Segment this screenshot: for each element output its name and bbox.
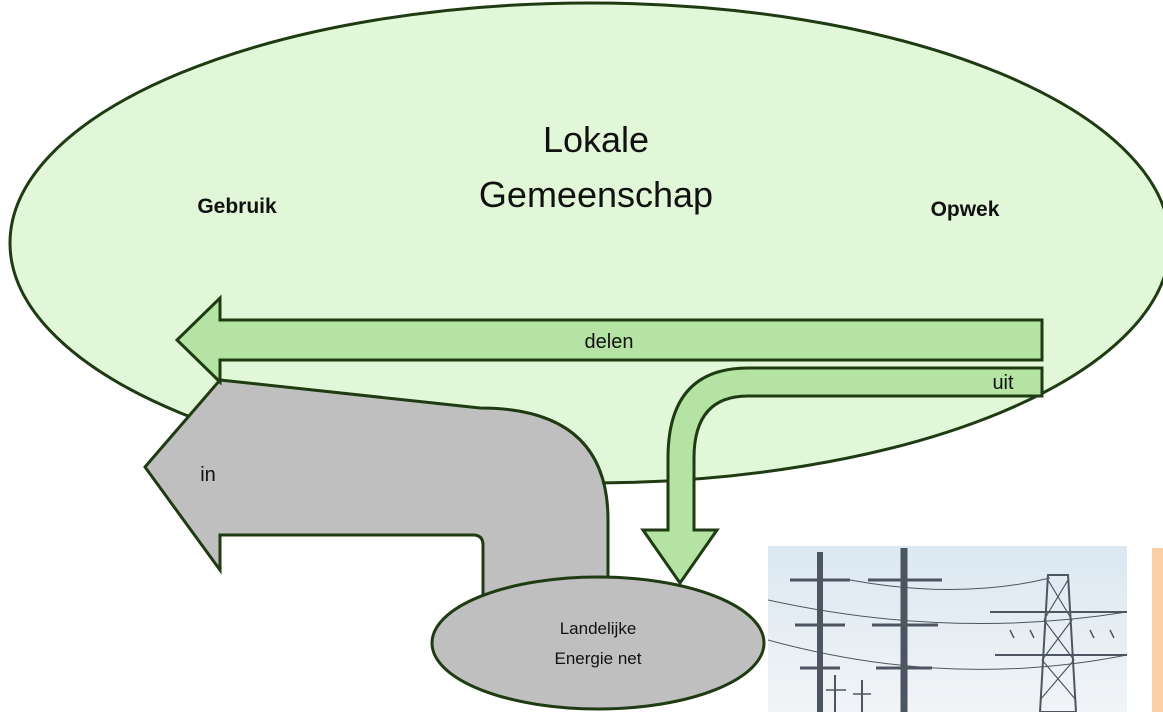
usage-label: Gebruik — [197, 195, 277, 218]
import-arrow — [143, 378, 610, 598]
community-title-line1: Lokale — [543, 119, 649, 160]
export-label: uit — [992, 372, 1014, 394]
share-label: delen — [585, 331, 634, 353]
import-label: in — [200, 464, 216, 486]
community-ellipse — [8, 1, 1163, 485]
share-arrow — [174, 294, 1044, 386]
generation-label: Opwek — [931, 198, 1000, 221]
national-grid-ellipse — [430, 575, 766, 711]
export-arrow — [640, 366, 1044, 586]
side-accent-bar — [1152, 548, 1163, 712]
community-title-line2: Gemeenschap — [479, 174, 713, 215]
grid-label-line2: Energie net — [555, 649, 642, 668]
grid-label-line1: Landelijke — [560, 619, 637, 638]
power-lines-photo — [768, 546, 1127, 712]
